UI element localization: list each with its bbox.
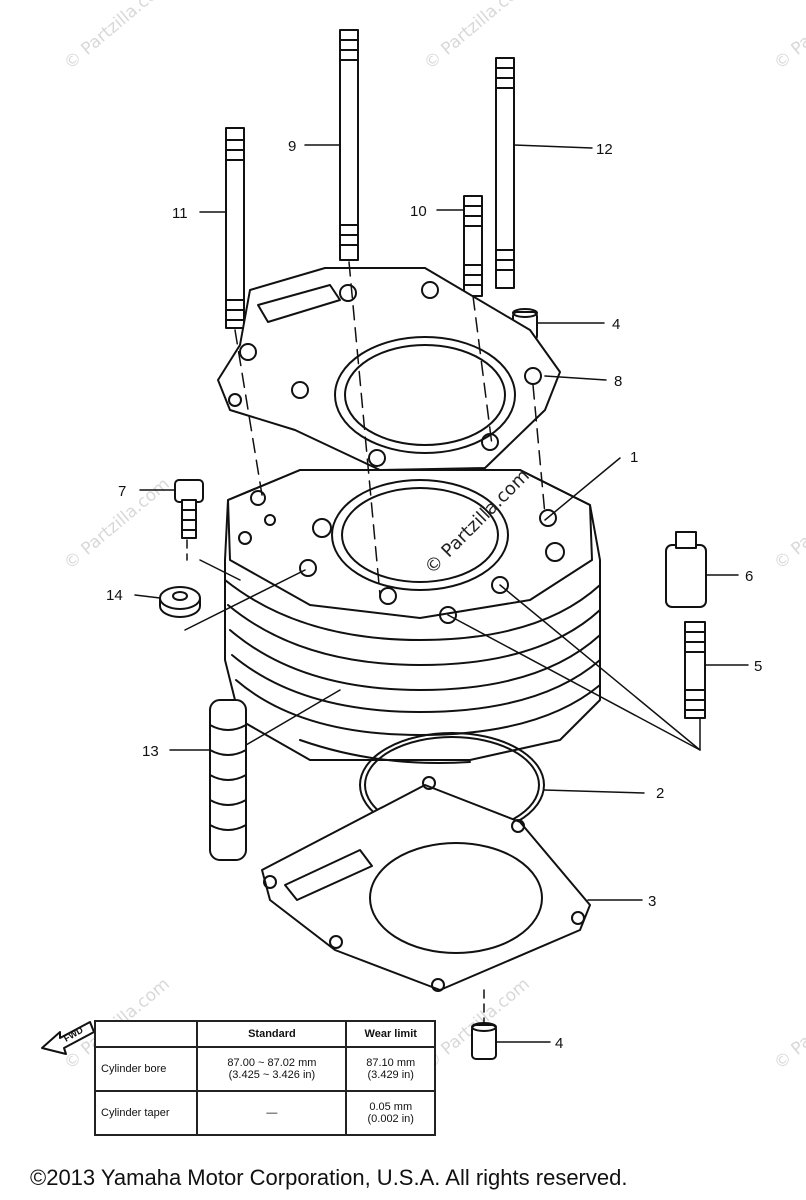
copyright-notice: ©2013 Yamaha Motor Corporation, U.S.A. A… — [30, 1165, 628, 1190]
stud-bolt-11 — [225, 127, 245, 329]
spec-table-header-row: Standard Wear limit — [93, 1020, 436, 1048]
watermark: © Partzilla.com — [770, 474, 806, 574]
head-gasket — [217, 267, 561, 471]
stud-bolt-12 — [495, 57, 515, 289]
callout-3: 3 — [648, 893, 656, 910]
part-13-sleeve — [209, 699, 247, 861]
watermark: © Partzilla.com — [420, 0, 533, 74]
spec-table: Standard Wear limit Cylinder bore 87.00 … — [93, 1020, 436, 1136]
dowel-pin-bottom — [471, 1022, 497, 1060]
standard-mm: — — [266, 1107, 278, 1119]
callout-11: 11 — [172, 205, 188, 222]
header-wear-limit: Wear limit — [345, 1020, 436, 1048]
callout-labels: 1 2 3 4 4 5 6 7 8 9 10 11 12 13 14 — [106, 138, 762, 1052]
part-14-washer — [159, 586, 201, 618]
watermark: © Partzilla.com — [770, 0, 806, 74]
header-standard: Standard — [196, 1020, 348, 1048]
row-item: Cylinder taper — [93, 1090, 199, 1136]
callout-8: 8 — [614, 373, 622, 390]
callout-14: 14 — [106, 587, 123, 604]
part-7-bolt — [174, 479, 204, 539]
stud-bolt-9 — [339, 29, 359, 261]
part-6-sleeve — [665, 531, 707, 608]
fwd-arrow-icon: FWD — [41, 1021, 95, 1055]
stud-bolt-10 — [463, 195, 483, 297]
callout-12: 12 — [596, 141, 613, 158]
row-standard: 87.00 ~ 87.02 mm (3.425 ~ 3.426 in) — [196, 1046, 348, 1092]
standard-in: (3.425 ~ 3.426 in) — [228, 1069, 316, 1081]
callout-9: 9 — [288, 138, 296, 155]
callout-6: 6 — [745, 568, 753, 585]
callout-4-bottom: 4 — [555, 1035, 563, 1052]
row-standard: — — [196, 1090, 348, 1136]
limit-mm: 0.05 mm — [369, 1101, 413, 1113]
cylinder-body — [224, 469, 601, 765]
row-wear-limit: 87.10 mm (3.429 in) — [345, 1046, 436, 1092]
callout-7: 7 — [118, 483, 126, 500]
base-gasket — [261, 776, 591, 992]
watermark: © Partzilla.com — [770, 974, 806, 1074]
row-item: Cylinder bore — [93, 1046, 199, 1092]
callout-1: 1 — [630, 449, 638, 466]
callout-5: 5 — [754, 658, 762, 675]
table-row: Cylinder bore 87.00 ~ 87.02 mm (3.425 ~ … — [93, 1046, 436, 1092]
callout-4-top: 4 — [612, 316, 620, 333]
callout-10: 10 — [410, 203, 427, 220]
limit-mm: 87.10 mm — [366, 1057, 416, 1069]
table-row: Cylinder taper — 0.05 mm (0.002 in) — [93, 1090, 436, 1136]
leader-lines — [134, 144, 749, 1043]
limit-in: (3.429 in) — [367, 1069, 414, 1081]
standard-mm: 87.00 ~ 87.02 mm — [227, 1057, 317, 1069]
part-5-stud — [684, 621, 706, 719]
watermark: © Partzilla.com — [60, 0, 173, 74]
callout-2: 2 — [656, 785, 664, 802]
row-wear-limit: 0.05 mm (0.002 in) — [345, 1090, 436, 1136]
callout-13: 13 — [142, 743, 159, 760]
limit-in: (0.002 in) — [367, 1113, 414, 1125]
header-empty — [93, 1020, 199, 1048]
